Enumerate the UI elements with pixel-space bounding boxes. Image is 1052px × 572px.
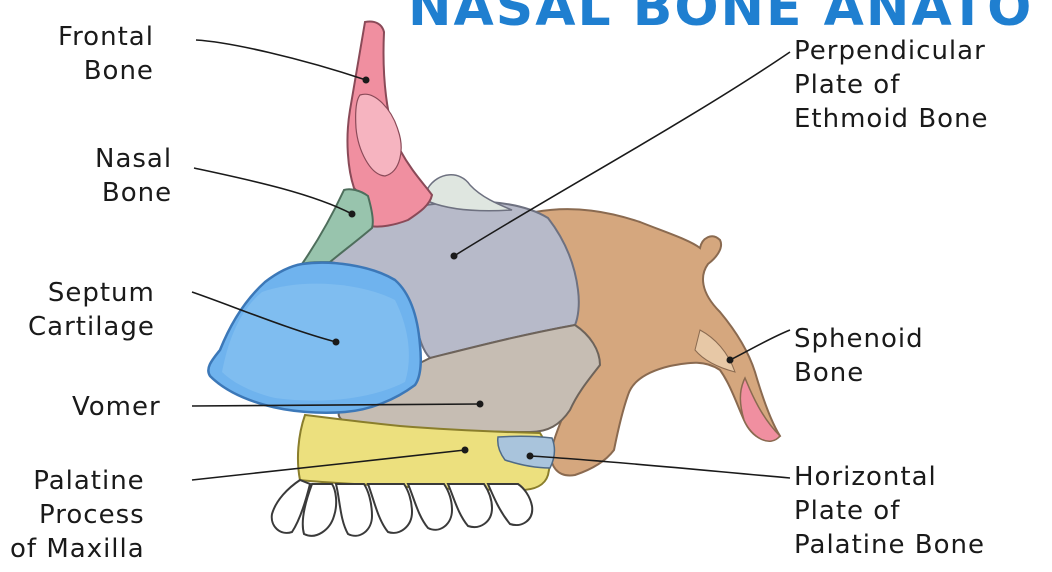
label-frontal-bone: Frontal Bone bbox=[58, 20, 154, 88]
label-line: Perpendicular bbox=[794, 34, 989, 68]
label-line: Process bbox=[10, 498, 145, 532]
teeth-row bbox=[272, 480, 532, 536]
label-perpendicular-plate: Perpendicular Plate of Ethmoid Bone bbox=[794, 34, 989, 136]
label-line: Horizontal bbox=[794, 460, 985, 494]
label-line: Bone bbox=[794, 356, 924, 390]
label-line: Septum bbox=[28, 276, 155, 310]
label-line: Sphenoid bbox=[794, 322, 924, 356]
label-line: Ethmoid Bone bbox=[794, 102, 989, 136]
label-line: Plate of bbox=[794, 494, 985, 528]
label-line: Frontal bbox=[58, 20, 154, 54]
crista-galli bbox=[428, 175, 512, 211]
label-line: Nasal bbox=[95, 142, 172, 176]
label-nasal-bone: Nasal Bone bbox=[95, 142, 172, 210]
label-line: Palatine bbox=[10, 464, 145, 498]
label-line: Cartilage bbox=[28, 310, 155, 344]
label-line: Bone bbox=[95, 176, 172, 210]
label-sphenoid-bone: Sphenoid Bone bbox=[794, 322, 924, 390]
label-line: Plate of bbox=[794, 68, 989, 102]
label-line: Bone bbox=[58, 54, 154, 88]
diagram-title: NASAL BONE ANATO bbox=[408, 0, 1033, 38]
label-horizontal-plate: Horizontal Plate of Palatine Bone bbox=[794, 460, 985, 562]
label-septum-cartilage: Septum Cartilage bbox=[28, 276, 155, 344]
label-line: Vomer bbox=[72, 390, 161, 424]
label-line: Palatine Bone bbox=[794, 528, 985, 562]
label-vomer: Vomer bbox=[72, 390, 161, 424]
label-line: of Maxilla bbox=[10, 532, 145, 566]
label-palatine-process: Palatine Process of Maxilla bbox=[10, 464, 145, 566]
